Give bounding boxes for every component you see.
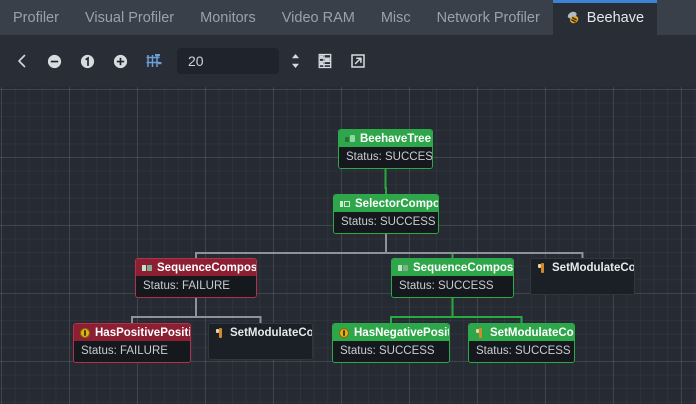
tab-visual-profiler[interactable]: Visual Profiler xyxy=(72,0,187,35)
node-header: SequenceComposite xyxy=(136,259,256,276)
tab-network-profiler[interactable]: Network Profiler xyxy=(424,0,553,35)
action-icon xyxy=(475,327,485,338)
selector-icon xyxy=(340,199,350,209)
bee-icon xyxy=(566,11,581,25)
tab-label: Visual Profiler xyxy=(84,9,175,26)
action-icon xyxy=(537,262,547,273)
condition-icon xyxy=(339,327,349,338)
node-header: SelectorComposite xyxy=(334,195,438,212)
node-header: SetModulateColor xyxy=(209,324,312,341)
node-title: SetModulateColor xyxy=(230,326,313,339)
node-status: Status: FAILURE xyxy=(136,276,256,297)
tree-node-selector-composite[interactable]: SelectorCompositeStatus: SUCCESS xyxy=(333,194,439,234)
node-title: HasPositivePosition xyxy=(95,326,190,339)
tree-node-sequence-composite-2[interactable]: SequenceComposite2Status: SUCCESS xyxy=(391,258,514,298)
zoom-out-button[interactable] xyxy=(39,46,70,77)
tab-monitors[interactable]: Monitors xyxy=(187,0,269,35)
tree-node-set-modulate-color-success[interactable]: SetModulateColorStatus: SUCCESS xyxy=(468,323,575,363)
node-status: Status: SUCCESS xyxy=(339,147,432,168)
edge-beehave-tree-to-selector-composite xyxy=(384,169,387,194)
tab-bar: Profiler Visual Profiler Monitors Video RAM… xyxy=(0,0,696,35)
graph-toolbar: 20 xyxy=(0,35,696,87)
edge-sequence-composite-2-to-set-modulate-color-success xyxy=(451,298,523,323)
edge-selector-composite-to-set-modulate-color-right xyxy=(385,234,584,258)
sequence-icon xyxy=(142,263,152,273)
node-header: SequenceComposite2 xyxy=(392,259,513,276)
behavior-tree-icon xyxy=(345,134,355,144)
node-title: HasNegativePosition xyxy=(354,326,449,339)
condition-icon xyxy=(80,327,90,338)
node-title: SetModulateColor xyxy=(490,326,574,339)
node-status: Status: FAILURE xyxy=(74,341,190,362)
tree-node-set-modulate-color-left[interactable]: SetModulateColor xyxy=(208,323,313,360)
snapshot-table-button[interactable] xyxy=(309,46,340,77)
tree-node-has-positive-position[interactable]: HasPositivePositionStatus: FAILURE xyxy=(73,323,191,363)
node-header: HasNegativePosition xyxy=(333,324,449,341)
node-header: BeehaveTree xyxy=(339,130,432,147)
node-title: SetModulateColor xyxy=(552,261,635,274)
node-status xyxy=(531,276,634,294)
edge-sequence-composite-to-set-modulate-color-left xyxy=(195,298,262,323)
edge-sequence-composite-2-to-has-negative-position xyxy=(390,298,454,323)
edge-layer xyxy=(131,169,584,323)
node-title: BeehaveTree xyxy=(360,132,431,145)
sequence-icon xyxy=(398,263,408,273)
back-button[interactable] xyxy=(6,46,37,77)
node-title: SequenceComposite2 xyxy=(413,261,514,274)
tab-label: Video RAM xyxy=(281,9,355,26)
node-status: Status: SUCCESS xyxy=(392,276,513,297)
node-header: SetModulateColor xyxy=(531,259,634,276)
node-header: SetModulateColor xyxy=(469,324,574,341)
zoom-reset-button[interactable] xyxy=(72,46,103,77)
tree-node-sequence-composite[interactable]: SequenceCompositeStatus: FAILURE xyxy=(135,258,257,298)
edge-selector-composite-to-sequence-composite xyxy=(195,234,387,258)
tab-misc[interactable]: Misc xyxy=(368,0,424,35)
tab-label: Profiler xyxy=(13,9,59,26)
tab-label: Network Profiler xyxy=(436,9,540,26)
frame-stepper[interactable] xyxy=(283,46,307,76)
tab-label: Beehave xyxy=(586,9,645,26)
node-header: HasPositivePosition xyxy=(74,324,190,341)
tab-label: Misc xyxy=(380,9,411,26)
tab-video-ram[interactable]: Video RAM xyxy=(269,0,368,35)
node-status: Status: SUCCESS xyxy=(334,212,438,233)
node-status xyxy=(209,341,312,359)
edge-sequence-composite-to-has-positive-position xyxy=(131,298,197,323)
node-status: Status: SUCCESS xyxy=(469,341,574,362)
arrange-nodes-button[interactable] xyxy=(138,46,169,77)
tree-node-has-negative-position[interactable]: HasNegativePositionStatus: SUCCESS xyxy=(332,323,450,363)
frame-input[interactable]: 20 xyxy=(177,48,279,74)
open-external-button[interactable] xyxy=(342,46,373,77)
tab-profiler[interactable]: Profiler xyxy=(0,0,72,35)
node-title: SequenceComposite xyxy=(157,261,257,274)
node-status: Status: SUCCESS xyxy=(333,341,449,362)
tree-node-set-modulate-color-right[interactable]: SetModulateColor xyxy=(530,258,635,295)
tab-label: Monitors xyxy=(200,9,256,26)
tab-beehave[interactable]: Beehave xyxy=(552,0,658,35)
zoom-in-button[interactable] xyxy=(105,46,136,77)
node-title: SelectorComposite xyxy=(355,197,438,210)
action-icon xyxy=(215,327,225,338)
edge-selector-composite-to-sequence-composite-2 xyxy=(385,234,454,258)
